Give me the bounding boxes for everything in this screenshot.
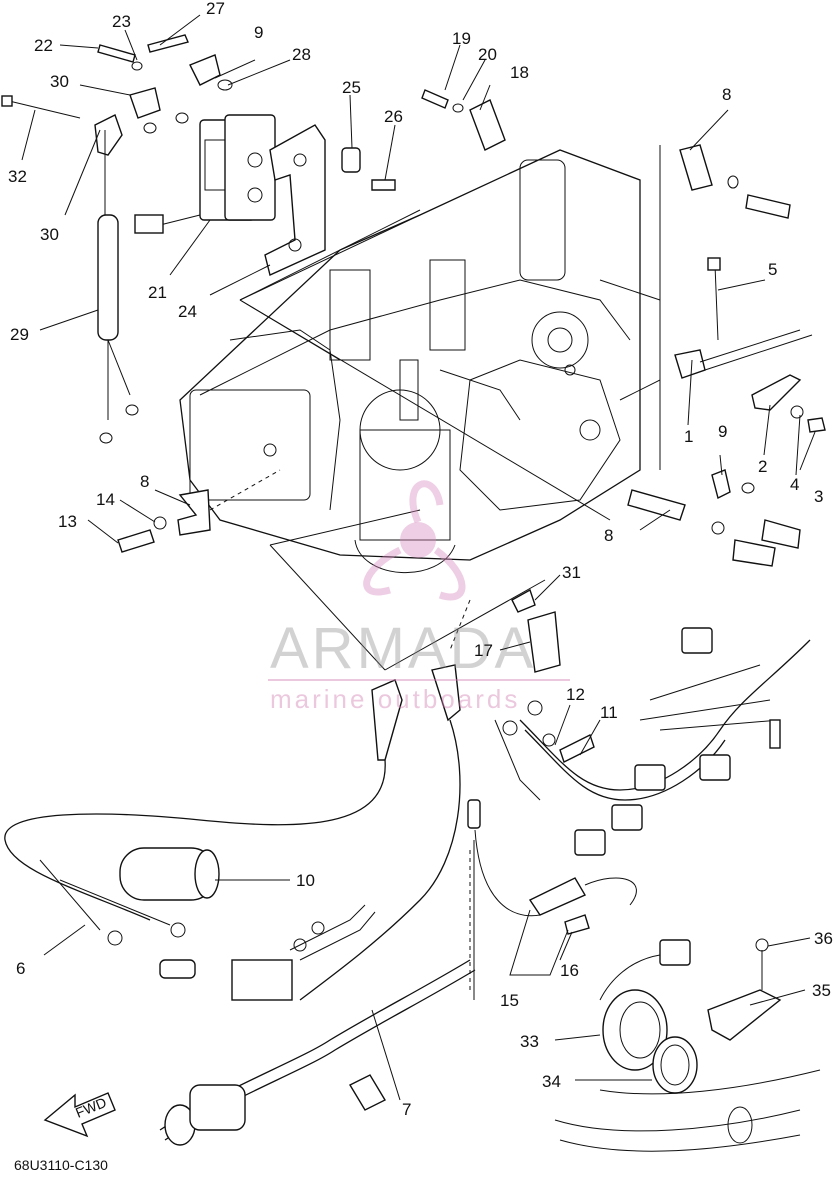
ignition-module-group <box>1 34 396 444</box>
harness-lower <box>4 664 476 1146</box>
callout-32: 32 <box>8 167 27 186</box>
callout-13: 13 <box>58 512 77 531</box>
callout-18: 18 <box>510 63 529 82</box>
callout-25: 25 <box>342 78 361 97</box>
callout-23: 23 <box>112 12 131 31</box>
callout-11: 11 <box>600 703 618 722</box>
watermark: ARMADA marine outboards <box>268 480 570 714</box>
callout-9-right: 9 <box>718 422 727 441</box>
callout-9-top: 9 <box>254 23 263 42</box>
callout-8-left: 8 <box>140 472 149 491</box>
callout-29: 29 <box>10 325 29 344</box>
callout-30-top: 30 <box>50 72 69 91</box>
guide-lines <box>239 209 611 990</box>
callout-10: 10 <box>296 871 315 890</box>
callout-8-right: 8 <box>604 526 613 545</box>
diagram-code: 68U3110-C130 <box>14 1157 108 1173</box>
callout-22: 22 <box>34 36 53 55</box>
leader-lines <box>21 14 816 1101</box>
callout-28: 28 <box>292 45 311 64</box>
callout-6: 6 <box>16 959 25 978</box>
callout-16: 16 <box>560 961 579 980</box>
left-bracket-hardware <box>117 469 281 553</box>
callout-15: 15 <box>500 991 519 1010</box>
callout-19: 19 <box>452 29 471 48</box>
callout-12: 12 <box>566 685 585 704</box>
callout-8-top: 8 <box>722 85 731 104</box>
callout-26: 26 <box>384 107 403 126</box>
callout-5: 5 <box>768 260 777 279</box>
callout-labels: 1 2 3 4 5 6 7 8 8 8 9 9 10 11 12 13 14 1… <box>8 0 833 1119</box>
callout-36: 36 <box>814 929 833 948</box>
callout-3: 3 <box>814 487 823 506</box>
callout-34: 34 <box>542 1072 561 1091</box>
callout-17: 17 <box>474 641 493 660</box>
callout-14: 14 <box>96 490 115 509</box>
callout-30-left: 30 <box>40 225 59 244</box>
callout-24: 24 <box>178 302 197 321</box>
callout-7: 7 <box>402 1100 411 1119</box>
watermark-brand: ARMADA <box>270 616 536 681</box>
callout-27: 27 <box>206 0 225 18</box>
callout-35: 35 <box>812 981 831 1000</box>
callout-1: 1 <box>684 427 693 446</box>
fwd-arrow-icon: FWD <box>43 1092 116 1138</box>
bracket-hardware-right <box>421 89 826 567</box>
callout-31: 31 <box>562 563 581 582</box>
callout-2: 2 <box>758 457 767 476</box>
watermark-logo-icon <box>363 480 466 601</box>
harness-right <box>467 588 821 1152</box>
callout-21: 21 <box>148 283 167 302</box>
watermark-tagline: marine outboards <box>270 684 520 714</box>
callout-33: 33 <box>520 1032 539 1051</box>
callout-20: 20 <box>478 45 497 64</box>
callout-4: 4 <box>790 475 799 494</box>
